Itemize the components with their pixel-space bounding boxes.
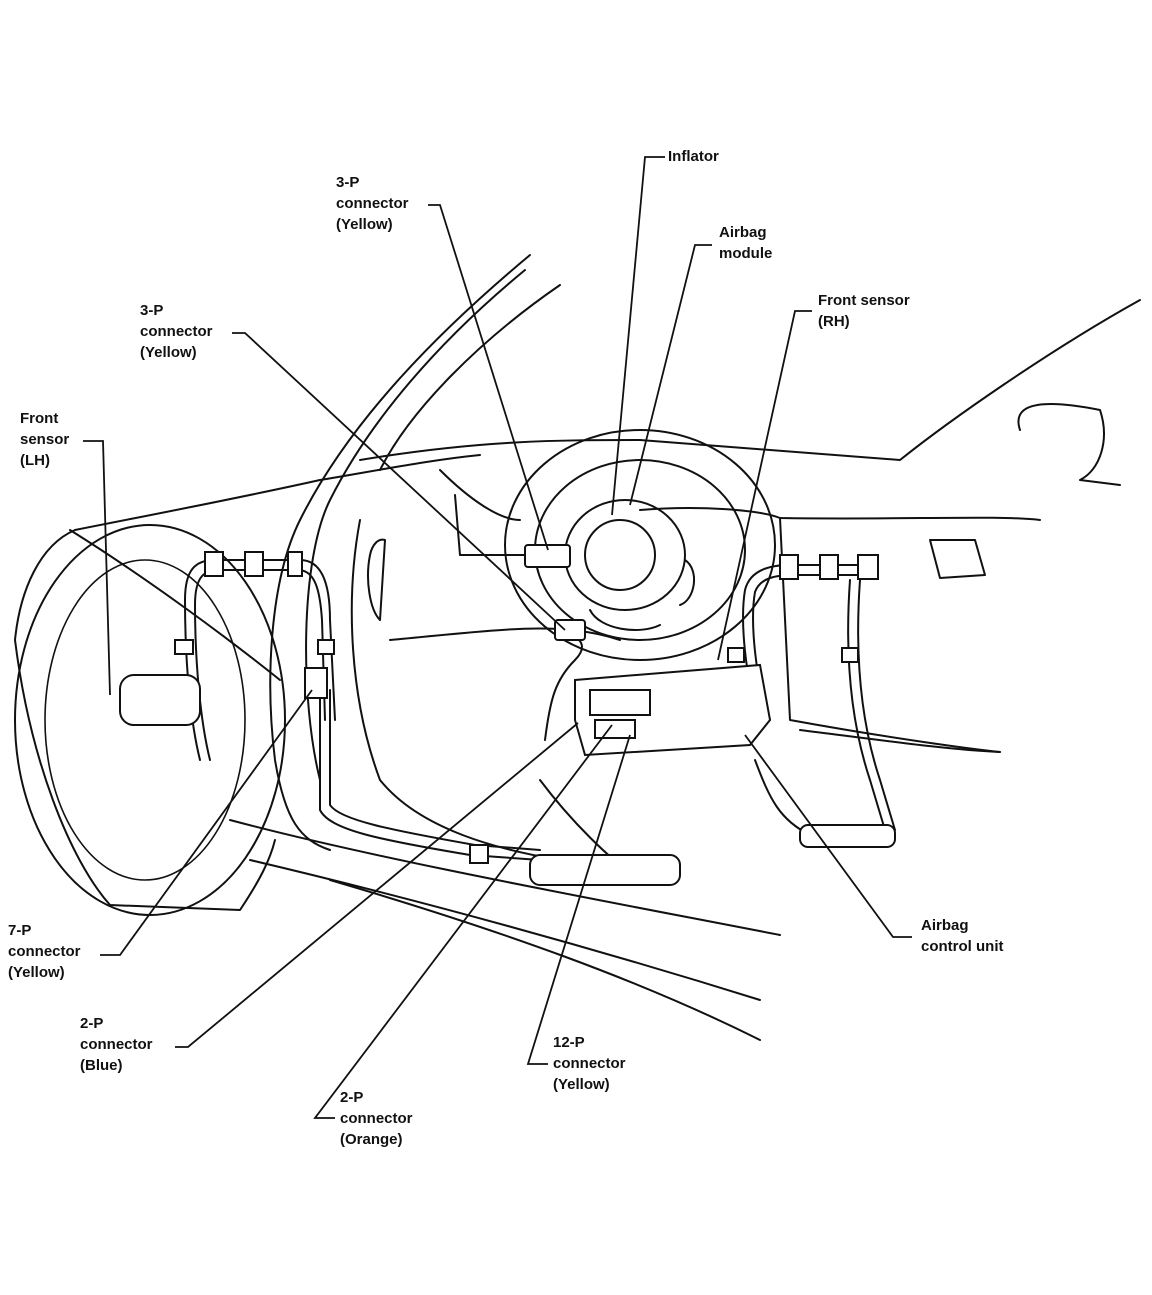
car-body-outline [14,454,781,1041]
label-line: 2-P [80,1015,104,1032]
label-line: 3-P [140,302,164,319]
leader-connector-7p [100,689,313,956]
label-line: Front sensor [818,292,910,309]
label-line: connector [140,323,213,340]
label-front-sensor-rh: Front sensor (RH) [818,290,910,332]
label-line: (Yellow) [8,964,65,981]
leader-airbag-module [629,244,712,506]
connector-3p-upper-part [524,544,571,568]
label-inflator: Inflator [668,146,719,167]
leader-front-sensor-rh [717,310,812,661]
label-airbag-control-unit: Airbag control unit [921,915,1004,957]
label-line: (Yellow) [140,344,197,361]
label-line: Inflator [668,148,719,165]
label-line: 7-P [8,922,32,939]
label-line: 3-P [336,174,360,191]
leader-connector-12p [526,734,631,1065]
label-line: Front [20,410,59,427]
leader-inflator [611,156,665,516]
leader-connector-3p-lower [232,332,566,631]
label-line: module [719,245,773,262]
leader-lines [83,156,912,1119]
label-connector-7p: 7-P connector (Yellow) [8,920,81,983]
connector-3p-lower-part [554,619,586,641]
label-line: control unit [921,938,1004,955]
label-line: connector [553,1055,626,1072]
label-airbag-module: Airbag module [719,222,772,264]
leader-connector-2p-blue [175,722,579,1048]
label-line: (Yellow) [336,216,393,233]
label-line: 12-P [553,1034,585,1051]
label-connector-12p: 12-P connector (Yellow) [553,1032,626,1095]
label-line: (Yellow) [553,1076,610,1093]
label-line: (RH) [818,313,850,330]
front-sensor-lh-part [119,674,201,726]
label-front-sensor-lh: Front sensor (LH) [20,408,69,471]
label-line: connector [8,943,81,960]
dashboard [359,299,1141,753]
label-line: Airbag [719,224,767,241]
label-line: sensor [20,431,70,448]
label-line: (Blue) [80,1057,123,1074]
leader-connector-2p-orange [313,724,613,1119]
label-connector-2p-blue: 2-P connector (Blue) [80,1013,153,1076]
label-line: Airbag [921,917,969,934]
label-line: 2-P [340,1089,364,1106]
door-frame [269,254,561,861]
parts [119,544,896,886]
leader-front-sensor-lh [83,440,111,696]
leader-connector-3p-upper [428,204,549,551]
label-line: connector [340,1110,413,1127]
label-line: connector [336,195,409,212]
connector-7p-part [304,667,328,699]
label-line: connector [80,1036,153,1053]
label-connector-2p-orange: 2-P connector (Orange) [340,1087,413,1150]
leader-airbag-control-unit [744,734,912,938]
label-line: (Orange) [340,1131,403,1148]
label-connector-3p-lower: 3-P connector (Yellow) [140,300,213,363]
label-line: (LH) [20,452,50,469]
label-connector-3p-upper: 3-P connector (Yellow) [336,172,409,235]
